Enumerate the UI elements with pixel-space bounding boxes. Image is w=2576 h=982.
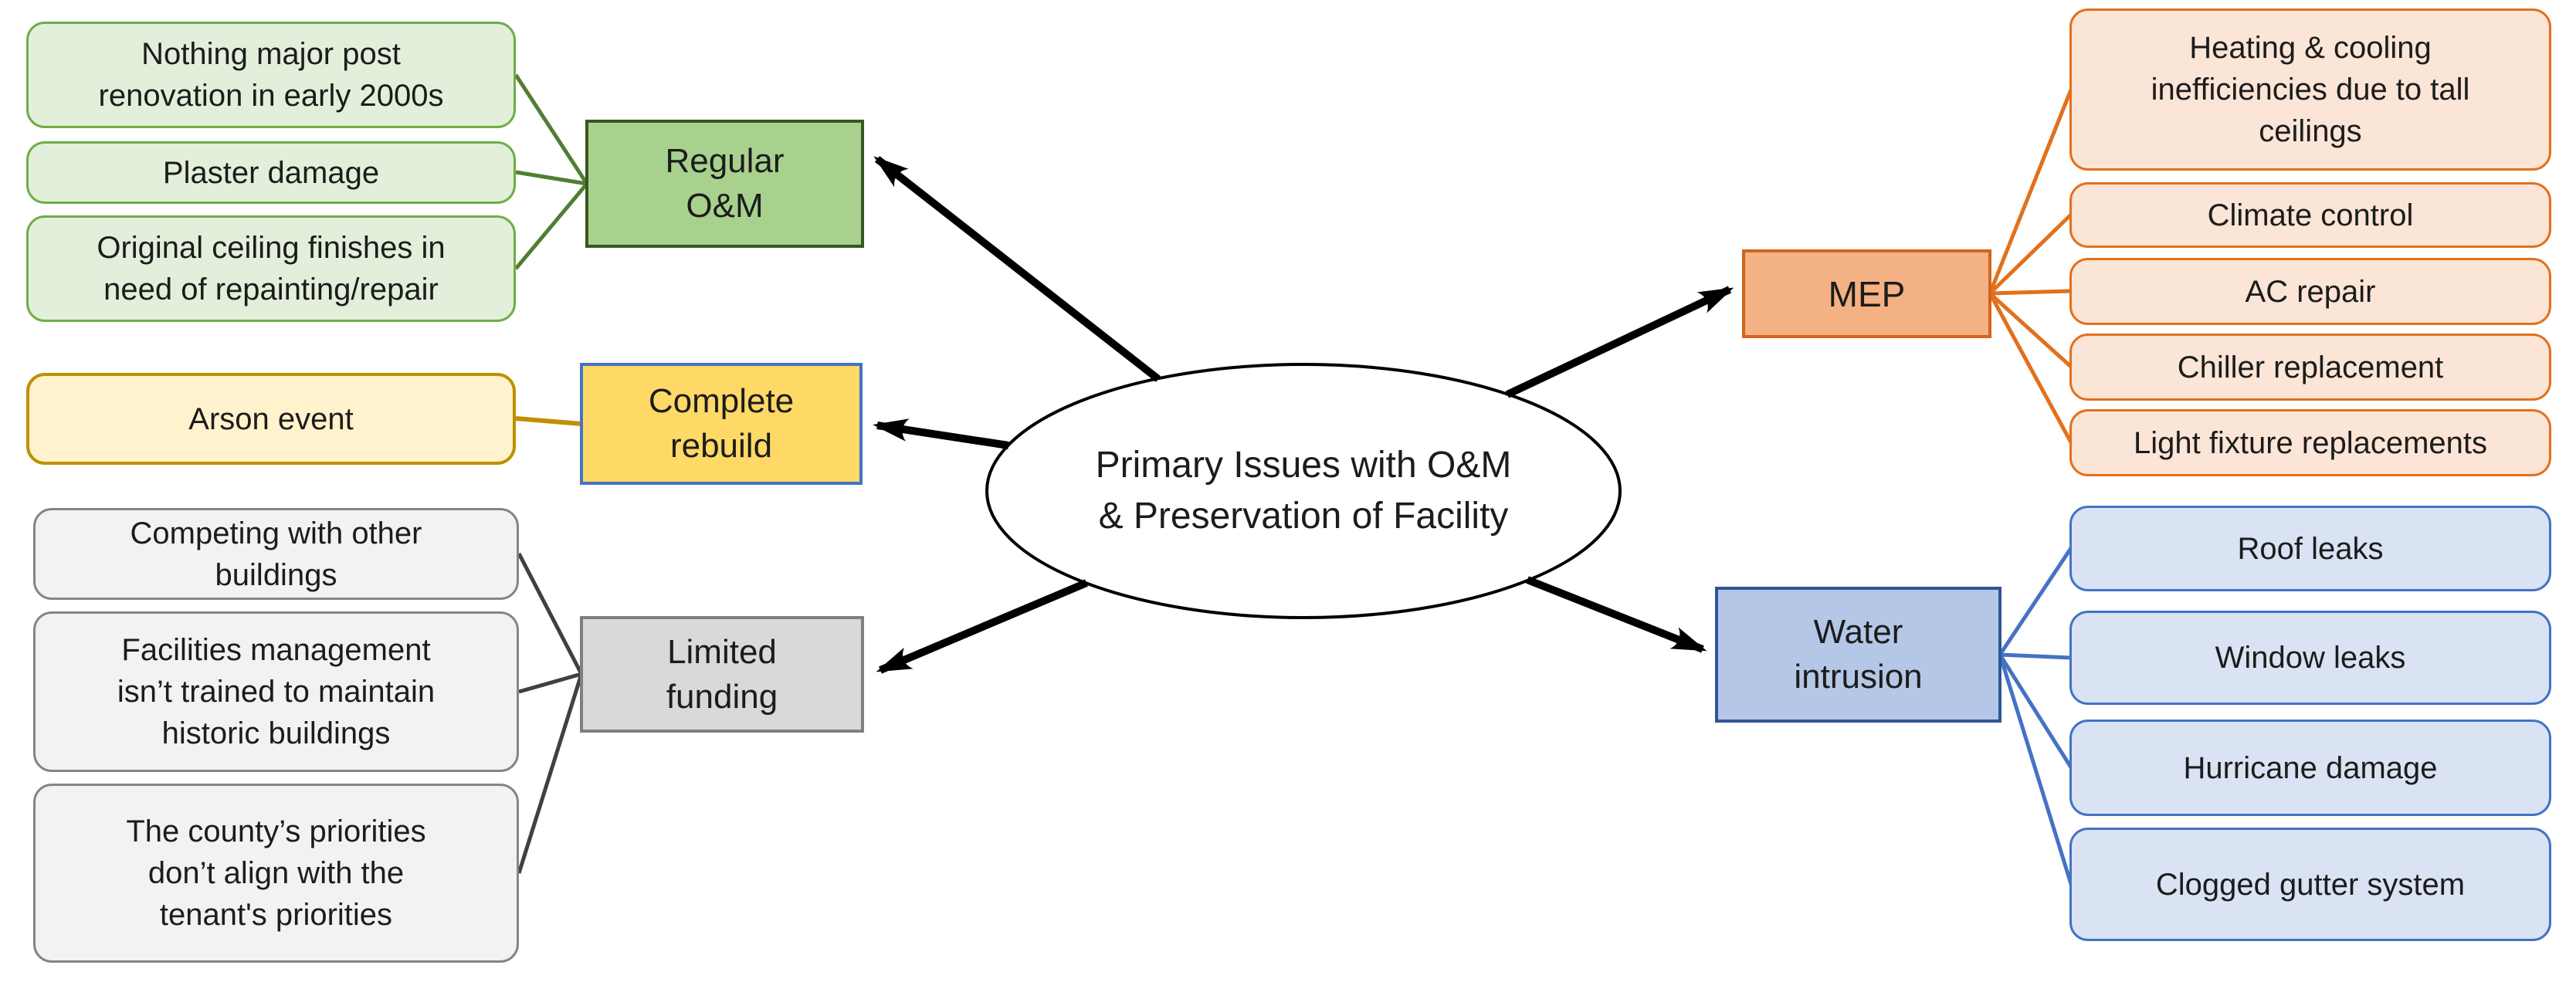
mep-connectors	[1988, 89, 2073, 444]
center-ellipse	[985, 363, 1622, 619]
leaf-plaster-damage: Plaster damage	[26, 141, 516, 204]
leaf-window-leaks: Window leaks	[2069, 611, 2551, 705]
leaf-chiller-replacement: Chiller replacement	[2069, 334, 2551, 401]
water-intrusion-connectors	[1998, 547, 2073, 885]
limited-funding-connectors	[517, 552, 584, 874]
category-complete-rebuild: Complete rebuild	[580, 363, 863, 485]
category-regular-om: Regular O&M	[585, 120, 864, 248]
leaf-county-priorities-misaligned: The county’s priorities don’t align with…	[33, 784, 519, 963]
leaf-heating-cooling-inefficiencies: Heating & cooling inefficiencies due to …	[2069, 8, 2551, 171]
category-water-intrusion: Water intrusion	[1715, 587, 2001, 723]
category-limited-funding: Limited funding	[580, 616, 864, 733]
leaf-roof-leaks: Roof leaks	[2069, 506, 2551, 591]
leaf-facilities-management-not-trained: Facilities management isn’t trained to m…	[33, 611, 519, 772]
leaf-clogged-gutter-system: Clogged gutter system	[2069, 828, 2551, 941]
leaf-hurricane-damage: Hurricane damage	[2069, 720, 2551, 816]
leaf-competing-with-other-buildings: Competing with other buildings	[33, 508, 519, 600]
leaf-light-fixture-replacements: Light fixture replacements	[2069, 409, 2551, 476]
leaf-arson-event: Arson event	[26, 373, 516, 465]
leaf-original-ceiling-finishes: Original ceiling finishes in need of rep…	[26, 215, 516, 322]
leaf-nothing-major-post-renovation: Nothing major post renovation in early 2…	[26, 22, 516, 128]
center-arrows	[873, 156, 1734, 674]
leaf-climate-control: Climate control	[2069, 182, 2551, 248]
complete-rebuild-connectors	[515, 416, 582, 426]
category-mep: MEP	[1742, 249, 1991, 338]
leaf-ac-repair: AC repair	[2069, 258, 2551, 325]
regular-om-connectors	[514, 73, 589, 270]
center-title: Primary Issues with O&M & Preservation o…	[1095, 445, 1512, 537]
